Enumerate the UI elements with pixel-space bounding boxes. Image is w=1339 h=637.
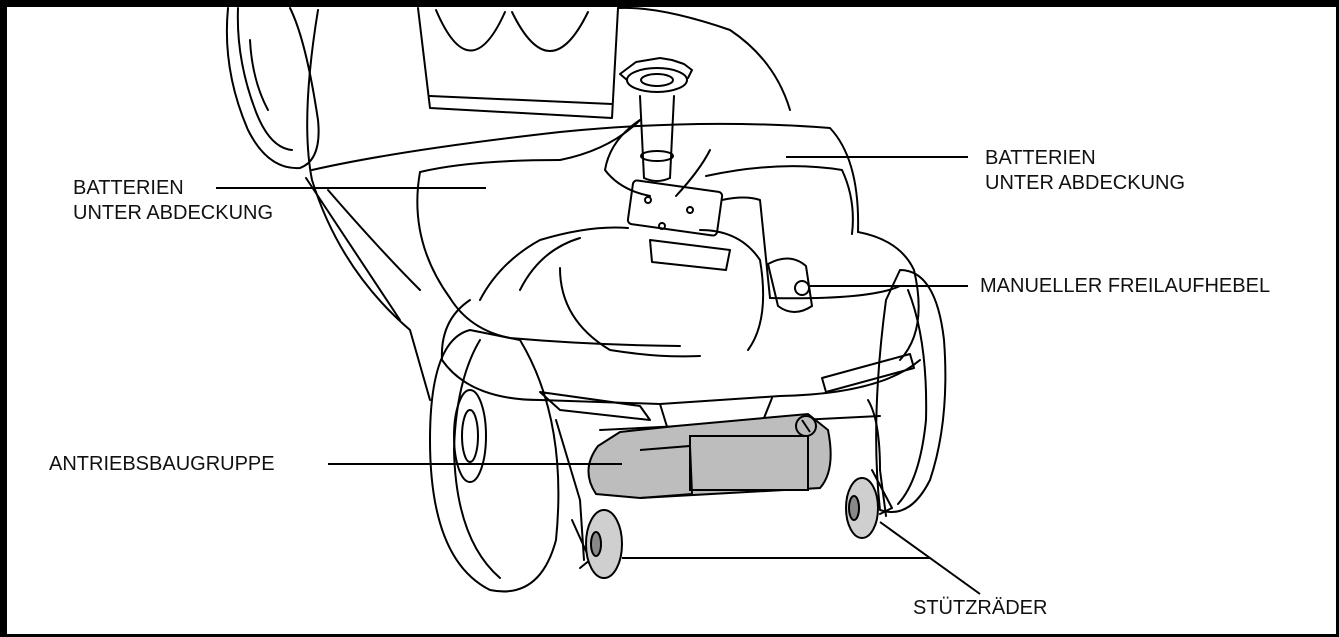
upper-left-wheel	[225, 7, 320, 170]
leader-anti-tip-right	[879, 521, 981, 595]
tiller-column	[619, 57, 731, 271]
callout-anti-tip-wheels: STÜTZRÄDER	[913, 597, 1048, 619]
callout-battery-right: BATTERIEN UNTER ABDECKUNG	[985, 146, 1185, 196]
body-shroud	[311, 119, 920, 361]
left-rear-wheel	[429, 329, 560, 593]
callout-drive-assembly: ANTRIEBSBAUGRUPPE	[49, 453, 275, 475]
drive-assembly	[587, 412, 832, 500]
floor-deck-side	[305, 9, 431, 401]
anti-tip-wheel-left	[585, 509, 623, 579]
freewheel-lever-recess	[767, 257, 813, 313]
callout-battery-right-line2: UNTER ABDECKUNG	[985, 172, 1186, 194]
callout-battery-left: BATTERIEN UNTER ABDECKUNG	[73, 176, 273, 226]
seat-back	[417, 6, 791, 119]
callout-battery-right-line1: BATTERIEN	[985, 147, 1096, 169]
callout-battery-left-line1: BATTERIEN	[73, 177, 184, 199]
callout-battery-left-line2: UNTER ABDECKUNG	[73, 202, 274, 224]
callout-freewheel-lever: MANUELLER FREILAUFHEBEL	[980, 275, 1271, 297]
right-rear-wheel	[875, 269, 947, 513]
rear-bumper	[440, 299, 921, 431]
anti-tip-wheel-right	[845, 477, 879, 539]
